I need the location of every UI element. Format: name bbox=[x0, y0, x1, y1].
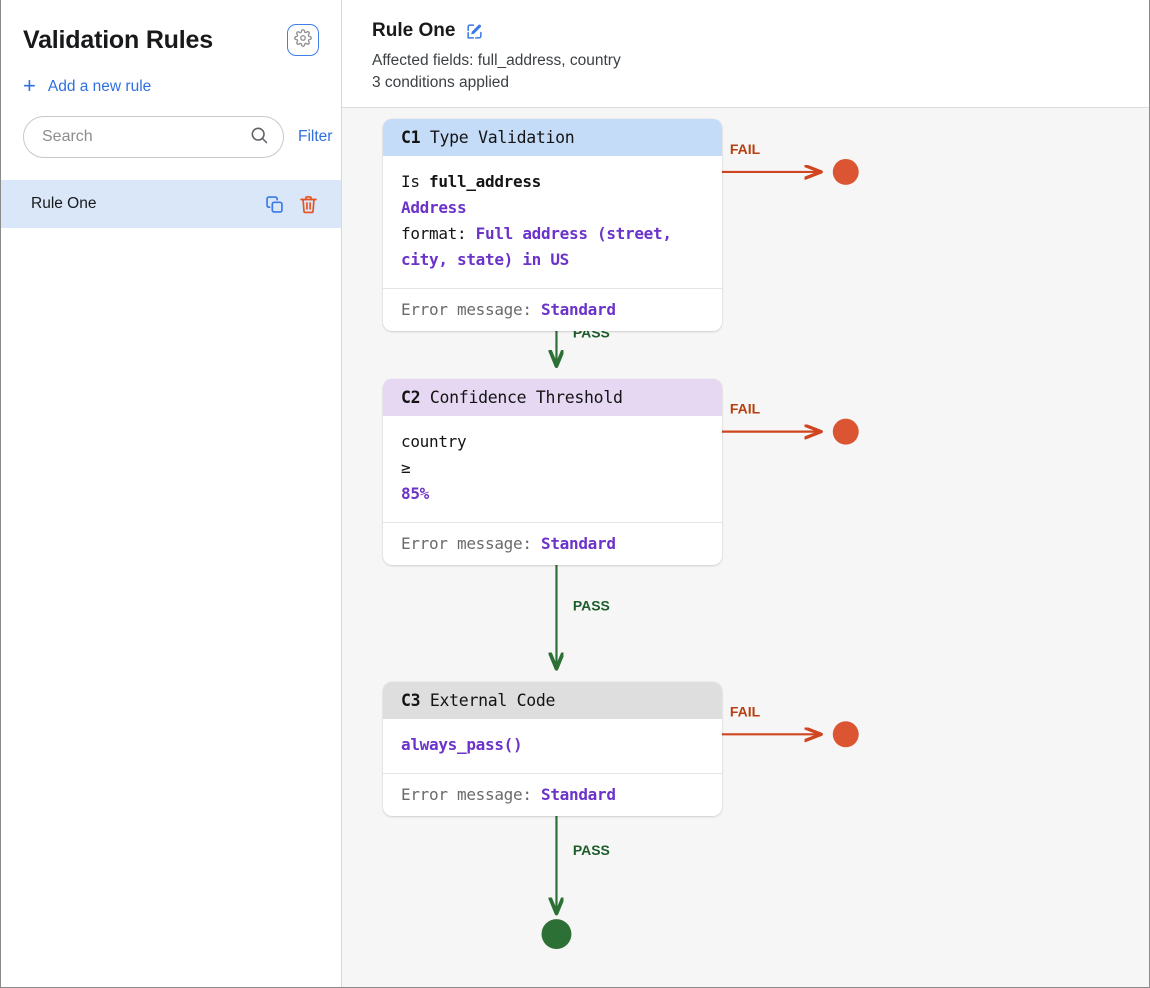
page-title: Validation Rules bbox=[23, 25, 213, 54]
search-box[interactable] bbox=[23, 116, 284, 158]
fail-node bbox=[832, 158, 859, 185]
sidebar: Validation Rules + Add a new rule bbox=[1, 0, 342, 987]
condition-id: C1 bbox=[401, 128, 430, 147]
condition-type: Type Validation bbox=[429, 128, 575, 147]
condition-format-label: format: bbox=[401, 223, 476, 243]
trash-icon[interactable] bbox=[298, 194, 319, 215]
edge-label-fail: FAIL bbox=[730, 703, 761, 719]
condition-type: External Code bbox=[429, 691, 556, 710]
condition-footer: Error message: Standard bbox=[383, 772, 722, 816]
rule-flow-canvas: FAIL PASS FAIL PASS FAIL PASS bbox=[342, 108, 1149, 987]
list-item[interactable]: Rule One bbox=[1, 180, 341, 228]
condition-body: country ≥ 85% bbox=[383, 416, 722, 522]
error-message-value: Standard bbox=[541, 533, 616, 553]
error-message-label: Error message: bbox=[401, 299, 541, 319]
condition-header: C2 Confidence Threshold bbox=[383, 379, 722, 416]
rule-list: Rule One bbox=[1, 180, 341, 228]
condition-kind: Address bbox=[401, 197, 467, 217]
condition-header: C3 External Code bbox=[383, 682, 722, 719]
rule-detail-header: Rule One Affected fields: full_address, … bbox=[342, 0, 1149, 108]
condition-field: country bbox=[401, 432, 467, 451]
add-new-rule-label: Add a new rule bbox=[47, 78, 152, 95]
sidebar-header: Validation Rules bbox=[1, 0, 341, 56]
search-row: Filter bbox=[1, 98, 341, 158]
edge-label-pass: PASS bbox=[573, 597, 610, 613]
condition-field: full_address bbox=[429, 172, 541, 191]
condition-body: always_pass() bbox=[383, 719, 722, 773]
main-panel: Rule One Affected fields: full_address, … bbox=[342, 0, 1149, 987]
pass-node bbox=[541, 919, 572, 950]
fail-node bbox=[832, 721, 859, 748]
edit-pencil-icon[interactable] bbox=[465, 22, 484, 41]
plus-icon: + bbox=[23, 73, 36, 98]
search-input[interactable] bbox=[42, 128, 249, 146]
condition-id: C2 bbox=[401, 388, 430, 407]
rule-item-label: Rule One bbox=[31, 195, 97, 212]
condition-threshold: 85% bbox=[401, 483, 429, 503]
search-icon[interactable] bbox=[249, 125, 269, 150]
error-message-label: Error message: bbox=[401, 533, 541, 553]
condition-operator: ≥ bbox=[401, 457, 411, 477]
filter-button[interactable]: Filter bbox=[298, 128, 333, 145]
condition-footer: Error message: Standard bbox=[383, 287, 722, 331]
condition-id: C3 bbox=[401, 691, 430, 710]
copy-icon[interactable] bbox=[264, 194, 285, 215]
rule-title: Rule One bbox=[372, 20, 456, 41]
gear-icon bbox=[294, 28, 312, 52]
condition-type: Confidence Threshold bbox=[429, 388, 623, 407]
condition-format-value: Full address (street, city, state) in US bbox=[401, 223, 682, 269]
condition-header: C1 Type Validation bbox=[383, 119, 722, 156]
rule-title-row: Rule One bbox=[372, 20, 1149, 42]
add-new-rule-button[interactable]: + Add a new rule bbox=[1, 56, 173, 98]
condition-body: Is full_address Address format: Full add… bbox=[383, 156, 722, 288]
affected-fields: Affected fields: full_address, country bbox=[372, 52, 621, 69]
edge-label-pass: PASS bbox=[573, 842, 610, 858]
rule-item-actions bbox=[264, 194, 319, 215]
condition-card-c1[interactable]: C1 Type Validation Is full_address Addre… bbox=[383, 119, 722, 331]
edge-label-fail: FAIL bbox=[730, 141, 761, 157]
fail-node bbox=[832, 418, 859, 445]
error-message-label: Error message: bbox=[401, 784, 541, 804]
condition-footer: Error message: Standard bbox=[383, 521, 722, 565]
error-message-value: Standard bbox=[541, 299, 616, 319]
edge-label-fail: FAIL bbox=[730, 401, 761, 417]
condition-code: always_pass() bbox=[401, 735, 523, 754]
condition-card-c3[interactable]: C3 External Code always_pass() Error mes… bbox=[383, 682, 722, 816]
condition-card-c2[interactable]: C2 Confidence Threshold country ≥ 85% Er… bbox=[383, 379, 722, 565]
settings-button[interactable] bbox=[287, 24, 319, 56]
condition-prefix: Is bbox=[401, 172, 429, 191]
error-message-value: Standard bbox=[541, 784, 616, 804]
conditions-applied: 3 conditions applied bbox=[372, 74, 510, 91]
